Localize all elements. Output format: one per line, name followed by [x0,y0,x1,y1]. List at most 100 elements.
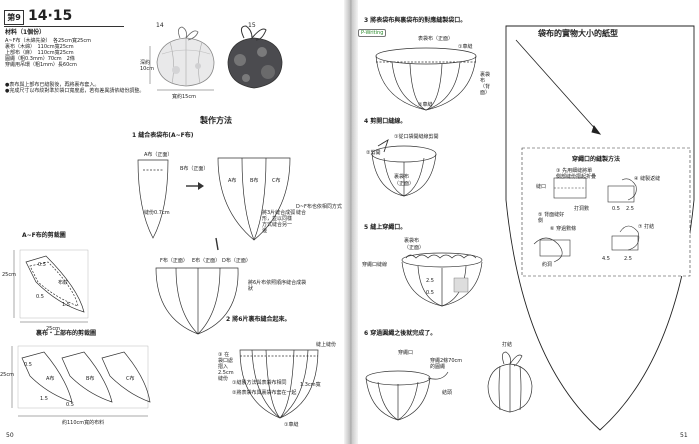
step5-label-front: （正面） [404,245,425,251]
step3-bag [375,47,477,111]
diagram-label-a: A布 [228,178,237,184]
brand-logo: P-Writing [358,29,387,37]
photo-label-14: 14 [156,22,164,29]
step1-title: 1 縫合表袋布(A~F布) [132,132,194,139]
right-page-illustrations [365,25,695,431]
side-note: ③ 在袋口處摺入2.5cm縫份 [218,352,234,382]
inset-label: ③ 先用細縫將單側部縫份摺起折疊 [556,168,597,180]
pattern-lining-dim-a: 0.5 [24,362,32,368]
pattern-lining-label-b: B布 [86,376,95,382]
pattern-af-dim-width: 25cm [46,326,60,332]
inset-label: ⑤ 背面縫好側 [538,212,565,224]
pattern-lining-dim-c: 0.5 [66,402,74,408]
inset-label: ⑥ 穿過數條 [550,226,577,232]
diagram-label-b: B布 [250,178,259,184]
materials-heading: 材料（1個份） [5,29,46,36]
step4-label-cut-seam: ①從口袋開縫線剪開 [394,134,439,140]
book-spine [344,0,358,444]
step5-label-dim-a: 2.5 [426,278,434,284]
arrow-down [215,237,219,251]
step5-label-seam: 穿繩口縫線 [362,262,388,268]
left-page-number: 50 [6,432,14,439]
pattern-lining-label-c: C布 [126,376,135,382]
right-page-number: 51 [680,432,688,439]
step1-piece-abc [217,157,291,241]
step3-label-outer: 表袋布（正面） [418,36,454,42]
inset-label: ④ 縫製返縫 [634,176,661,182]
row-label-e: E布（正面） [192,258,221,264]
step6-label-cord: 穿繩2條70cm的圓繩 [430,358,463,370]
step5-title: 5 縫上穿繩口。 [364,224,407,231]
step4-title: 4 剪開口縫線。 [364,118,407,125]
header-number: 9 [15,13,21,22]
inset-label: 2.5 [624,256,632,262]
height-dimension-label: 深約10cm [140,60,154,72]
inset-drawings [533,177,640,263]
step2-note3: ②將表袋布與裏袋布套在一起 [232,390,297,396]
inset-label: 4.5 [602,256,610,262]
step6-finished-bag [487,351,533,413]
pattern-af-shape [13,249,89,323]
combine-note: 將6片布依照順序縫合成袋狀 [248,280,307,292]
step1-combined-bag [155,267,239,335]
header-prefix-box: 第9 [4,10,24,25]
step6-label-knot: 打結 [502,342,513,348]
inset-label: 約洞 [542,262,553,268]
fold-note: D~F布也依相同方式縫合 [296,204,342,216]
pattern-af-dim-c: 1.5 [62,302,70,308]
step5-label-lining: 裏袋布 [404,238,420,244]
pattern-lining-shapes [11,345,151,417]
callout-b: B布（正面） [180,166,209,172]
step3-title: 3 將表袋布與裏袋布的對應縫製袋口。 [364,17,467,24]
callout-a: A布（正面） [144,152,173,158]
row-label-d: D布（正面） [222,258,251,264]
pattern-lining-label-a: A布 [46,376,55,382]
logo-text: P-Writing [358,29,387,37]
pattern-lining-dim-b: 1.5 [40,396,48,402]
width-dimension-label: 寬約15cm [172,94,196,100]
step4-label-front: （正面） [394,181,415,187]
material-item: 圓繩（粗0.3mm）70cm 2條 [5,56,75,62]
notes: ●表布與上部布已縫製後，再將裏布套入。 ●完成尺寸以布紋對準於袋口寬度處，若有差… [5,82,144,94]
step2-title: 2 將6片裏布縫合起來。 [226,316,291,323]
inset-label: 2.5 [626,206,634,212]
pattern-af-dim-b: 0.5 [36,294,44,300]
pattern-lining-bottom: 約110cm寬的布料 [62,420,105,426]
step6-bag [365,370,449,421]
step5-bag [401,252,483,307]
material-item: A~F布（木綿先染） 各25cm寬25cm [5,38,91,44]
left-page: 第9 14·15 材料（1個份） A~F布（木綿先染） 各25cm寬25cm 裏… [0,0,344,444]
pattern-lining-title: 裏布・上部布的剪裁圖 [36,330,97,337]
inset-label: 打洞數 [574,206,590,212]
materials-list: A~F布（木綿先染） 各25cm寬25cm 裏布（木綿） 110cm寬25cm … [5,38,91,68]
section-title: 製作方法 [200,116,232,125]
arrow-head [198,182,204,190]
pattern-af-grain: 布紋 [58,280,69,286]
step4-label-cut: ②剪開 [366,150,381,156]
step3-label-sew2: ②車縫 [418,102,433,108]
inset-box [521,147,691,277]
seam-note: 縫份0.7cm [144,210,170,216]
material-item: 裏布（木綿） 110cm寬25cm [5,44,74,50]
inset-label: 0.5 [612,206,620,212]
photo-label-15: 15 [248,22,256,29]
step5-label-dim-b: 0.5 [426,290,434,296]
inset-label: 縫口 [536,184,547,190]
step3-label-sew1: ①車縫 [458,44,473,50]
pattern-lining-dim-height: 25cm [0,372,14,378]
step2-lining-bag [239,349,319,419]
header-rule [4,26,124,27]
inset-label: ⑦ 打結 [638,224,655,230]
step4-bag [371,138,437,197]
step3-label-inner: 裏袋布（背面） [480,72,491,96]
step1-piece-ab [137,159,169,239]
diagram-label-c: C布 [272,178,281,184]
step2-note4: ①車縫 [284,422,299,428]
step4-label-lining: 裏袋布 [394,174,410,180]
join-note: 將3片縫合成弧形，並以同樣方式縫合另一邊 [262,210,296,234]
pattern-af-dim-a: 0.5 [38,262,46,268]
right-page: 3 將表袋布與裏袋布的對應縫製袋口。 P-Writing 表袋布（正面） ①車縫… [358,0,699,444]
step6-label-opening: 穿繩口 [398,350,414,356]
material-item: 上部布（麻） 110cm寬25cm [5,50,74,56]
pattern-af-title: A~F布的剪裁圖 [22,232,66,239]
